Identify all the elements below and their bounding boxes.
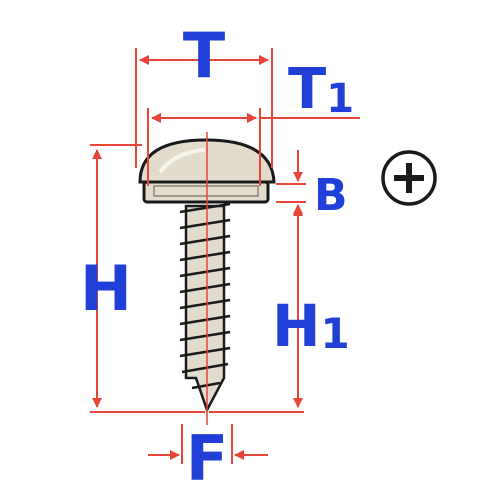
label-t1: T1 [288,57,354,122]
screw [138,138,276,414]
label-b: B [314,170,348,221]
screw-threads [179,202,231,390]
screw-washer [142,180,270,204]
label-h1: H1 [272,292,350,360]
phillips-cross-icon [381,150,437,206]
label-h: H [80,252,132,325]
label-f: F [186,422,228,495]
screw-shank [184,204,226,414]
dimension-labels: T T1 B H H1 F [80,19,354,495]
dimension-lines [90,48,360,464]
label-t: T [183,19,225,92]
